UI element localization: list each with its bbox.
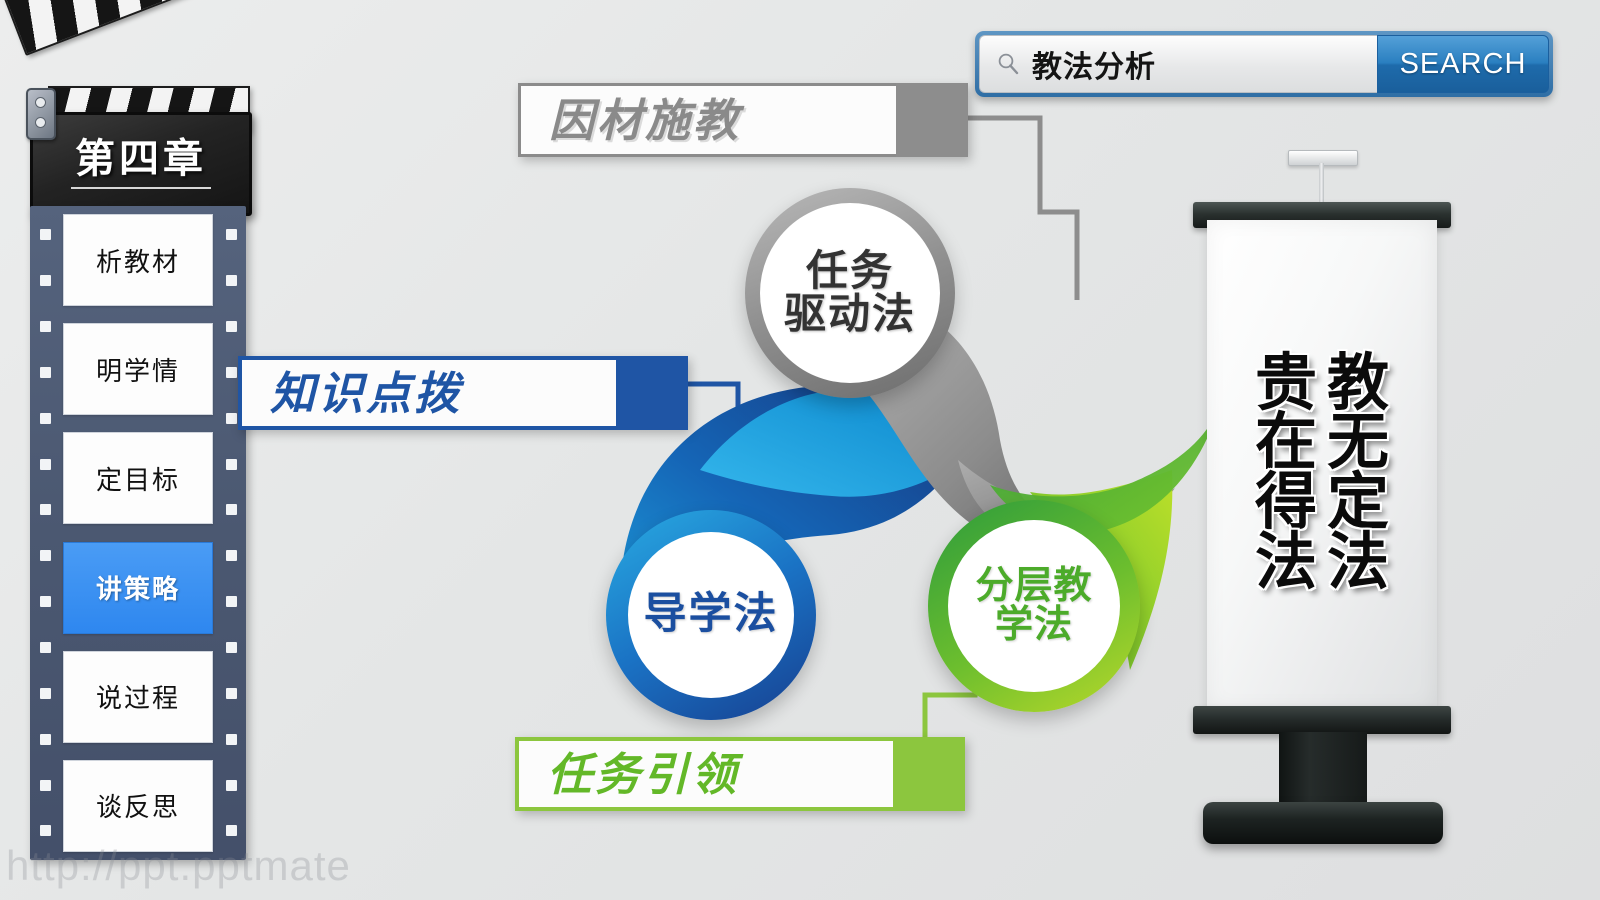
search-button[interactable]: SEARCH [1377, 35, 1549, 93]
title-underline [71, 187, 211, 189]
plate-accent-block [616, 356, 688, 430]
banner-char: 在 [1254, 408, 1317, 478]
sprocket-holes-left [34, 206, 56, 860]
sidebar-item-mingxueqing[interactable]: 明学情 [63, 323, 213, 416]
plate-accent-block [896, 83, 968, 157]
method-label-line1: 分层教 [975, 565, 1093, 608]
search-button-label: SEARCH [1399, 47, 1527, 80]
sidebar-item-label: 析教材 [95, 246, 180, 277]
clapperboard-sidebar: 第四章 析教材 明学情 定目标 讲策略 [3, 0, 252, 880]
banner-stand-post [1279, 732, 1367, 810]
plate-accent-block [893, 737, 965, 811]
banner-char: 教 [1327, 348, 1390, 418]
page-title: 第四章 [75, 137, 207, 181]
banner-char: 得 [1254, 468, 1317, 537]
method-bubble-guided-learning[interactable]: 导学法 [606, 510, 816, 720]
sidebar-item-shuoguocheng[interactable]: 说过程 [63, 650, 213, 743]
sidebar-item-label: 讲策略 [95, 574, 180, 605]
banner-char: 贵 [1254, 348, 1317, 418]
search-input-value: 教法分析 [1032, 51, 1156, 84]
method-bubble-task-driven[interactable]: 任务 驱动法 [745, 188, 955, 398]
sprocket-holes-right [220, 206, 242, 860]
banner-char: 定 [1327, 468, 1390, 537]
banner-column-right: 教 无 定 法 [1327, 348, 1390, 597]
teaching-methods-diagram: 任务 驱动法 导学法 分层教 学法 [560, 170, 1240, 720]
banner-stand-base [1203, 802, 1443, 844]
banner-bottom-rail [1193, 706, 1451, 734]
filmstrip-nav: 析教材 明学情 定目标 讲策略 说过程 谈反思 [30, 206, 246, 860]
bubble-inner: 任务 驱动法 [760, 203, 940, 383]
banner-lamp-pole [1319, 163, 1324, 215]
connector-gray [968, 115, 1080, 300]
label-plate-zhishidianbo[interactable]: 知识点拨 [238, 356, 688, 430]
method-bubble-tiered-teaching[interactable]: 分层教 学法 [928, 500, 1140, 712]
sidebar-item-label: 说过程 [95, 683, 180, 714]
sidebar-item-label: 谈反思 [95, 792, 180, 823]
banner-column-left: 贵 在 得 法 [1254, 348, 1317, 597]
plate-body: 任务引领 [515, 737, 893, 811]
search-icon [996, 52, 1020, 76]
plate-body: 知识点拨 [238, 356, 616, 430]
sidebar-item-xijiaocai[interactable]: 析教材 [63, 214, 213, 306]
sidebar-item-label: 明学情 [95, 355, 180, 386]
banner-sheet: 教 无 定 法 贵 在 得 法 [1207, 220, 1437, 710]
banner-text: 教 无 定 法 贵 在 得 法 [1207, 220, 1437, 710]
search-input[interactable]: 教法分析 [979, 35, 1377, 93]
method-label-line2: 驱动法 [783, 290, 916, 337]
sidebar-item-label: 定目标 [95, 464, 180, 495]
chapter-title-panel: 第四章 [30, 112, 252, 216]
method-label-line2: 学法 [994, 604, 1073, 646]
filmstrip-frames: 析教材 明学情 定目标 讲策略 说过程 谈反思 [63, 214, 213, 852]
banner-char: 法 [1327, 527, 1390, 597]
plate-label: 知识点拨 [270, 367, 463, 419]
sidebar-item-tanfansi[interactable]: 谈反思 [63, 759, 213, 852]
label-plate-renwuyinling[interactable]: 任务引领 [515, 737, 965, 811]
sidebar-item-jiangcelue[interactable]: 讲策略 [63, 541, 213, 634]
method-label-line1: 任务 [805, 247, 894, 295]
method-label-line1: 导学法 [643, 590, 779, 639]
plate-body: 因材施教 [518, 83, 896, 157]
label-plate-yincaishijiao[interactable]: 因材施教 [518, 83, 968, 157]
watermark: http://ppt.pptmate [6, 842, 351, 889]
sidebar-item-dingmubiao[interactable]: 定目标 [63, 432, 213, 525]
bubble-inner: 分层教 学法 [948, 520, 1120, 692]
search-bar[interactable]: 教法分析 SEARCH [975, 31, 1553, 97]
plate-label: 任务引领 [547, 748, 740, 800]
banner-char: 无 [1327, 408, 1390, 478]
clapperboard-hinge-icon [26, 88, 56, 140]
plate-label: 因材施教 [549, 94, 742, 146]
banner-char: 法 [1254, 527, 1317, 597]
bubble-inner: 导学法 [628, 532, 794, 698]
rollup-banner-stand: 教 无 定 法 贵 在 得 法 [1185, 150, 1460, 850]
